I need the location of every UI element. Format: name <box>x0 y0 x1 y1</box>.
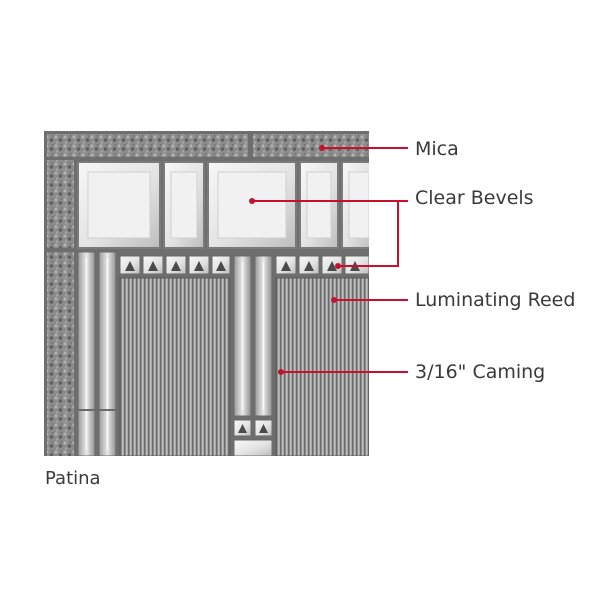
callout-label-caming: 3/16" Caming <box>415 361 546 383</box>
callout-dot-mica <box>319 145 325 151</box>
callout-dot-clear-bevels-1 <box>249 198 255 204</box>
callout-lines <box>252 147 408 373</box>
mica-left-upper <box>47 160 74 248</box>
luminating-reed-right <box>275 277 369 456</box>
clear-bevel-1-face <box>87 171 151 239</box>
luminating-reed-left <box>119 277 231 456</box>
callout-dot-luminating-reed <box>331 297 337 303</box>
callout-label-luminating-reed: Luminating Reed <box>415 289 576 311</box>
clear-bevel-5-face <box>348 171 369 239</box>
callout-dot-caming <box>278 369 284 375</box>
clear-bevel-2-face <box>170 171 198 239</box>
callout-label-clear-bevels: Clear Bevels <box>415 187 534 209</box>
mica-left-lower <box>47 252 74 456</box>
clear-bevel-3-face <box>217 171 287 239</box>
bevel-squares-left <box>119 255 231 275</box>
clear-bevel-4-face <box>306 171 332 239</box>
callout-label-mica: Mica <box>415 138 459 160</box>
mica-top-left <box>47 134 248 157</box>
callout-line-clear-bevels-2 <box>338 201 399 267</box>
bevel-squares-bottom <box>233 419 273 456</box>
callout-dots <box>249 145 341 375</box>
callout-dot-clear-bevels-2 <box>335 263 341 269</box>
glass-panel <box>44 131 369 456</box>
mica-top-right <box>253 134 369 157</box>
caption-patina: Patina <box>45 468 101 489</box>
